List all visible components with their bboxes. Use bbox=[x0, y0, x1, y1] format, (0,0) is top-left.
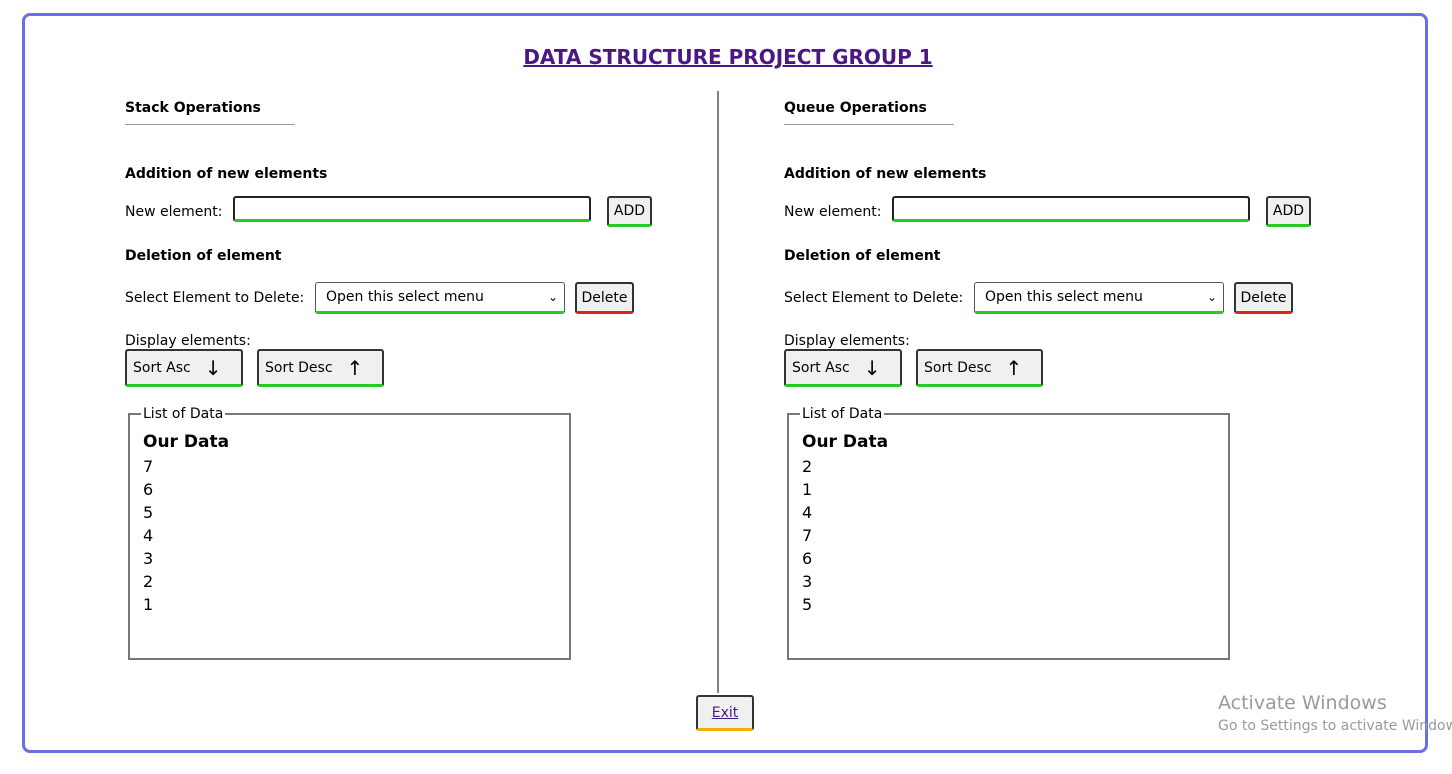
queue-new-element-input[interactable] bbox=[892, 196, 1250, 222]
stack-sort-desc-label: Sort Desc bbox=[265, 359, 333, 376]
queue-title: Queue Operations bbox=[784, 100, 927, 116]
queue-sort-asc-label: Sort Asc bbox=[792, 359, 850, 376]
list-item: 4 bbox=[802, 503, 813, 522]
stack-delete-select[interactable]: Open this select menu ⌄ bbox=[315, 282, 565, 314]
list-item: 7 bbox=[143, 457, 154, 476]
stack-add-button[interactable]: ADD bbox=[607, 196, 652, 227]
list-item: 6 bbox=[143, 480, 154, 499]
queue-list-legend: List of Data bbox=[800, 406, 885, 422]
stack-panel: Stack Operations Addition of new element… bbox=[25, 16, 652, 750]
list-item: 5 bbox=[143, 503, 154, 522]
list-item: 2 bbox=[143, 572, 154, 591]
queue-add-button[interactable]: ADD bbox=[1266, 196, 1311, 227]
stack-new-element-label: New element: bbox=[125, 204, 223, 220]
stack-select-label: Select Element to Delete: bbox=[125, 290, 305, 306]
queue-sort-desc-button[interactable]: Sort Desc ↑ bbox=[916, 349, 1043, 387]
queue-display-label: Display elements: bbox=[784, 333, 910, 349]
watermark-subtitle: Go to Settings to activate Windows bbox=[1218, 718, 1452, 734]
queue-data-fieldset: List of Data Our Data 2 1 4 7 6 3 5 bbox=[787, 406, 1230, 660]
column-divider bbox=[717, 91, 719, 693]
list-item: 7 bbox=[802, 526, 813, 545]
watermark-title: Activate Windows bbox=[1218, 692, 1387, 714]
chevron-down-icon: ⌄ bbox=[1206, 290, 1218, 304]
arrow-up-icon: ↑ bbox=[1005, 355, 1023, 380]
exit-button[interactable]: Exit bbox=[696, 695, 754, 731]
exit-link[interactable]: Exit bbox=[711, 704, 739, 721]
page-title: DATA STRUCTURE PROJECT GROUP 1 bbox=[523, 45, 933, 69]
arrow-up-icon: ↑ bbox=[346, 355, 364, 380]
chevron-down-icon: ⌄ bbox=[547, 290, 559, 304]
stack-list-legend: List of Data bbox=[141, 406, 226, 422]
list-item: 1 bbox=[802, 480, 813, 499]
queue-title-rule bbox=[784, 124, 954, 125]
stack-delete-button[interactable]: Delete bbox=[575, 282, 634, 314]
stack-sort-asc-button[interactable]: Sort Asc ↓ bbox=[125, 349, 243, 387]
arrow-down-icon: ↓ bbox=[863, 355, 881, 380]
stack-data-heading: Our Data bbox=[143, 432, 230, 452]
queue-data-list: 2 1 4 7 6 3 5 bbox=[802, 455, 812, 616]
arrow-down-icon: ↓ bbox=[204, 355, 222, 380]
queue-sort-asc-button[interactable]: Sort Asc ↓ bbox=[784, 349, 902, 387]
list-item: 6 bbox=[802, 549, 813, 568]
queue-addition-heading: Addition of new elements bbox=[784, 166, 987, 182]
stack-select-value: Open this select menu bbox=[326, 289, 484, 305]
activate-windows-watermark: Activate Windows Go to Settings to activ… bbox=[1218, 692, 1452, 734]
stack-sort-desc-button[interactable]: Sort Desc ↑ bbox=[257, 349, 384, 387]
stack-new-element-input[interactable] bbox=[233, 196, 591, 222]
queue-select-value: Open this select menu bbox=[985, 289, 1143, 305]
queue-new-element-label: New element: bbox=[784, 204, 882, 220]
stack-data-fieldset: List of Data Our Data 7 6 5 4 3 2 1 bbox=[128, 406, 571, 660]
queue-deletion-heading: Deletion of element bbox=[784, 248, 941, 264]
list-item: 3 bbox=[802, 572, 813, 591]
list-item: 4 bbox=[143, 526, 154, 545]
list-item: 1 bbox=[143, 595, 154, 614]
queue-delete-button[interactable]: Delete bbox=[1234, 282, 1293, 314]
queue-sort-desc-label: Sort Desc bbox=[924, 359, 992, 376]
queue-panel: Queue Operations Addition of new element… bbox=[684, 16, 1311, 750]
stack-data-list: 7 6 5 4 3 2 1 bbox=[143, 455, 153, 616]
stack-sort-asc-label: Sort Asc bbox=[133, 359, 191, 376]
stack-display-label: Display elements: bbox=[125, 333, 251, 349]
stack-title-rule bbox=[125, 124, 295, 125]
app-frame: DATA STRUCTURE PROJECT GROUP 1 Stack Ope… bbox=[22, 13, 1428, 753]
stack-deletion-heading: Deletion of element bbox=[125, 248, 282, 264]
queue-delete-select[interactable]: Open this select menu ⌄ bbox=[974, 282, 1224, 314]
stack-addition-heading: Addition of new elements bbox=[125, 166, 328, 182]
list-item: 3 bbox=[143, 549, 154, 568]
list-item: 2 bbox=[802, 457, 813, 476]
queue-data-heading: Our Data bbox=[802, 432, 889, 452]
stack-title: Stack Operations bbox=[125, 100, 261, 116]
list-item: 5 bbox=[802, 595, 813, 614]
queue-select-label: Select Element to Delete: bbox=[784, 290, 964, 306]
